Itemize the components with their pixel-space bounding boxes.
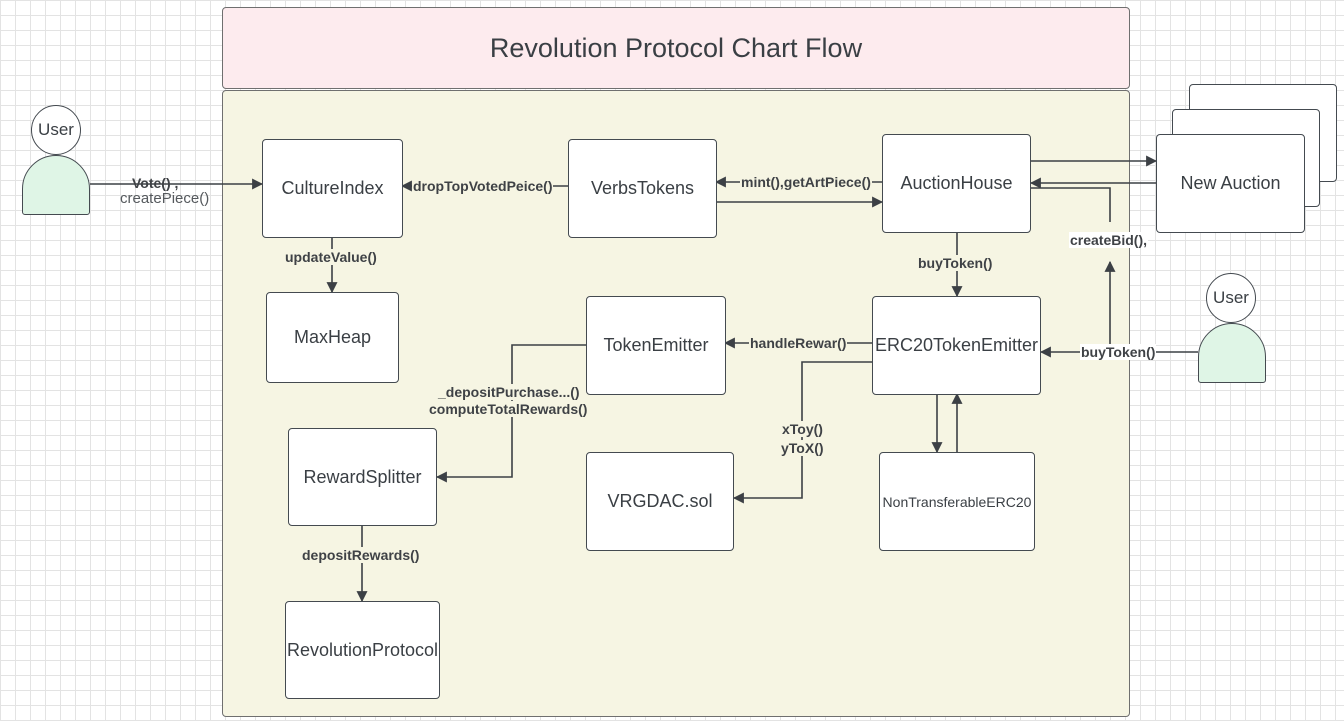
- user-right-label: User: [1213, 288, 1249, 307]
- label-handle-reward: handleRewar(): [749, 335, 848, 351]
- label-create-bid: createBid(),: [1069, 232, 1149, 248]
- user-left-body: [22, 155, 90, 215]
- diagram-title: Revolution Protocol Chart Flow: [222, 7, 1130, 89]
- label-buy-token-user: buyToken(): [1080, 344, 1157, 360]
- node-vrgdac: VRGDAC.sol: [586, 452, 734, 551]
- node-auction-house: AuctionHouse: [882, 134, 1031, 233]
- label-x-to-y: xToy(): [781, 421, 824, 437]
- label-y-to-x: yToX(): [780, 440, 825, 456]
- node-erc20-token-emitter: ERC20TokenEmitter: [872, 296, 1041, 395]
- user-left-head: User: [31, 105, 81, 155]
- node-revolution-protocol: RevolutionProtocol: [285, 601, 440, 699]
- label-drop-top-voted: dropTopVotedPeice(): [412, 178, 554, 194]
- edge-create-bid: [1031, 187, 1111, 222]
- node-reward-splitter: RewardSplitter: [288, 428, 437, 526]
- label-update-value: updateValue(): [284, 249, 378, 265]
- user-right-body: [1198, 323, 1266, 383]
- node-new-auction: New Auction: [1156, 134, 1305, 233]
- user-right-head: User: [1206, 273, 1256, 323]
- user-left-label: User: [38, 120, 74, 139]
- node-non-transferable-erc20: NonTransferableERC20: [879, 452, 1035, 551]
- label-create-piece: createPiece(): [120, 190, 210, 207]
- label-deposit-rewards: depositRewards(): [301, 547, 421, 563]
- label-vote: Vote() ,: [132, 175, 179, 191]
- label-mint-get-art: mint(),getArtPiece(): [740, 174, 872, 190]
- label-deposit-purchase: _depositPurchase...(): [437, 384, 581, 400]
- label-compute-total-rewards: computeTotalRewards(): [428, 401, 589, 417]
- node-max-heap: MaxHeap: [266, 292, 399, 383]
- label-buy-token-auction: buyToken(): [917, 255, 994, 271]
- node-verbs-tokens: VerbsTokens: [568, 139, 717, 238]
- node-token-emitter: TokenEmitter: [586, 296, 726, 395]
- node-culture-index: CultureIndex: [262, 139, 403, 238]
